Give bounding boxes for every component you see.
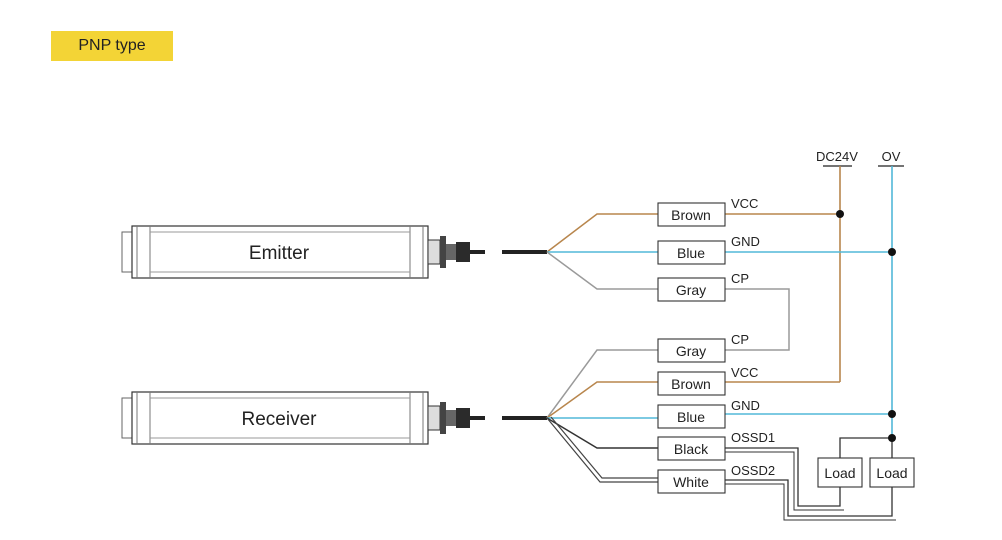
- emitter-wire-brown: Brown VCC: [657, 196, 758, 227]
- svg-text:Load: Load: [824, 465, 855, 481]
- svg-text:Blue: Blue: [677, 409, 705, 425]
- receiver-wire-blue: Blue GND: [657, 398, 760, 429]
- dc24v-label: DC24V: [816, 149, 858, 164]
- svg-text:OSSD2: OSSD2: [731, 463, 775, 478]
- svg-text:Gray: Gray: [676, 282, 706, 298]
- svg-text:OSSD1: OSSD1: [731, 430, 775, 445]
- emitter-wire-gray: Gray CP: [657, 271, 749, 302]
- svg-text:Black: Black: [674, 441, 709, 457]
- receiver-device: Receiver: [121, 391, 485, 445]
- load-2: Load: [869, 457, 915, 488]
- receiver-wire-gray: Gray CP: [657, 332, 749, 363]
- svg-text:Blue: Blue: [677, 245, 705, 261]
- load-1: Load: [817, 457, 863, 488]
- receiver-wire-black: Black OSSD1: [657, 430, 775, 461]
- receiver-wire-brown: Brown VCC: [657, 365, 758, 396]
- 0v-label: OV: [882, 149, 901, 164]
- svg-text:VCC: VCC: [731, 365, 758, 380]
- svg-text:White: White: [673, 474, 709, 490]
- svg-text:Load: Load: [876, 465, 907, 481]
- svg-text:VCC: VCC: [731, 196, 758, 211]
- svg-text:Gray: Gray: [676, 343, 706, 359]
- svg-text:GND: GND: [731, 398, 760, 413]
- svg-text:Brown: Brown: [671, 207, 711, 223]
- receiver-wire-white: White OSSD2: [657, 463, 775, 494]
- receiver-label: Receiver: [242, 409, 318, 430]
- emitter-wire-blue: Blue GND: [657, 234, 760, 265]
- emitter-label: Emitter: [249, 243, 310, 264]
- svg-text:GND: GND: [731, 234, 760, 249]
- emitter-device: Emitter: [121, 225, 485, 279]
- svg-text:CP: CP: [731, 271, 749, 286]
- svg-text:CP: CP: [731, 332, 749, 347]
- svg-text:Brown: Brown: [671, 376, 711, 392]
- type-badge: PNP type: [51, 31, 173, 61]
